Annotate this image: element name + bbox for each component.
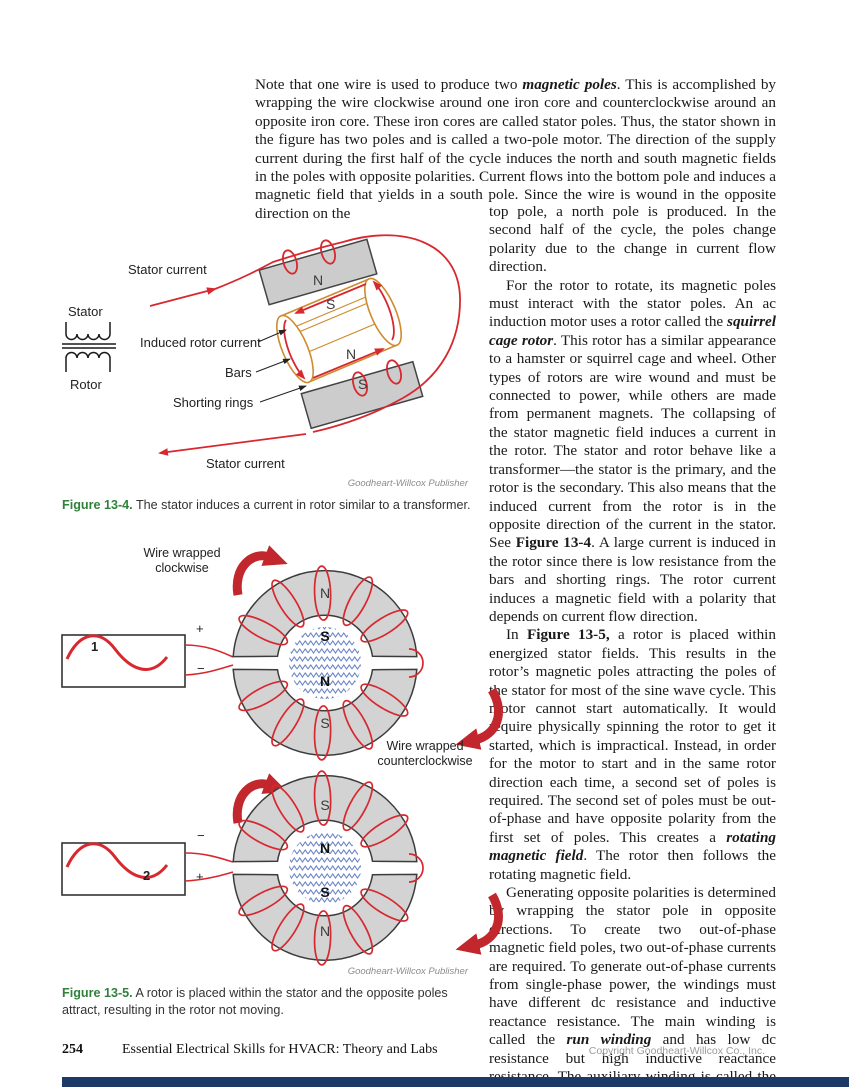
lead-wire-bottom xyxy=(184,664,234,676)
terminal-plus-top: + xyxy=(196,621,204,636)
right-gap-wire-loop xyxy=(408,648,424,678)
fig5top-outer-top: N xyxy=(320,585,330,601)
fig4-credit: Goodheart-Willcox Publisher xyxy=(348,478,469,489)
column-paragraph-3: In Figure 13-5, a rotor is placed within… xyxy=(489,626,777,883)
bar-line-1 xyxy=(284,293,374,332)
source-box-2 xyxy=(61,842,186,896)
wire-bottom xyxy=(312,397,404,433)
clockwise-arrow-2 xyxy=(232,773,288,824)
stator-current-arrow-top xyxy=(149,287,217,307)
fig5top-inner-top: S xyxy=(320,628,329,644)
fig4-pole-bottom-s: S xyxy=(358,376,367,392)
shorting-rings-label: Shorting rings xyxy=(173,395,254,410)
rotor-coil xyxy=(65,351,111,372)
fig4-caption-label: Figure 13-4. xyxy=(62,498,133,512)
stator-wire xyxy=(149,234,461,456)
winding-loops-2 xyxy=(238,770,424,966)
bottom-edge-current-arrow xyxy=(312,348,385,379)
top-pole-loop-1 xyxy=(282,249,298,275)
fig4-pole-top-n: N xyxy=(313,272,323,288)
top-edge-current-arrow xyxy=(294,283,367,314)
fig5top-inner-bottom: N xyxy=(320,673,330,689)
fig5bot-outer-bottom: N xyxy=(320,923,330,939)
ac-source-2: 2 xyxy=(61,842,186,896)
stator-current-arrow-bottom xyxy=(158,433,307,456)
lead-wire-top xyxy=(184,644,234,658)
wrap-clockwise-label-line1: Wire wrapped xyxy=(143,546,220,560)
wrap-counterclockwise-label-line1: Wire wrapped xyxy=(386,739,463,753)
fig4-pole-bottom-n: N xyxy=(346,346,356,362)
counterclockwise-arrow xyxy=(455,687,503,750)
figure-13-5-caption: Figure 13-5. A rotor is placed within th… xyxy=(62,985,480,1018)
stator-current-bottom-label: Stator current xyxy=(206,456,285,471)
fig4-pole-top-s: S xyxy=(326,296,335,312)
right-gap-wire-loop-2 xyxy=(408,853,424,883)
sine-wave-1 xyxy=(65,634,169,671)
lead-wire-bottom-2 xyxy=(184,871,234,882)
fig5bot-inner-top: N xyxy=(320,840,330,856)
induced-callout-arrow xyxy=(257,329,287,343)
lead-wire-top-2 xyxy=(184,852,234,863)
left-ring-current-arrow xyxy=(283,319,306,380)
rotor-label: Rotor xyxy=(70,377,102,392)
column-paragraph-4: Generating opposite polarities is determ… xyxy=(489,884,777,1087)
transformer-symbol: Stator Rotor xyxy=(62,304,116,392)
copyright-notice: Copyright Goodheart-Willcox Co., Inc. xyxy=(588,1045,765,1057)
wrap-counterclockwise-label-line2: counterclockwise xyxy=(377,754,472,768)
fig5-caption-label: Figure 13-5. xyxy=(62,986,133,1000)
column-paragraph-2: For the rotor to rotate, its magnetic po… xyxy=(489,276,776,625)
bars-callout-arrow xyxy=(255,358,291,373)
induced-current-arrows xyxy=(283,280,395,380)
figure-13-4-diagram: Stator Rotor xyxy=(62,234,469,489)
figure-13-5-bottom-diagram: 2 − + S N S N Goodh xyxy=(61,770,503,977)
bars-label: Bars xyxy=(225,365,252,380)
source-box-1 xyxy=(61,634,186,688)
top-stator-pole xyxy=(258,238,378,306)
bottom-accent-bar xyxy=(62,1077,849,1087)
figure-13-4-caption: Figure 13-4. The stator induces a curren… xyxy=(62,497,480,514)
ac-source-1: 1 xyxy=(61,634,186,688)
book-title: Essential Electrical Skills for HVACR: T… xyxy=(122,1042,438,1057)
fig5bot-outer-top: S xyxy=(320,797,329,813)
right-column: top pole, a north pole is produced. In t… xyxy=(489,203,776,1087)
terminal-plus-bottom-2: + xyxy=(196,869,204,884)
right-ring-current-arrow xyxy=(372,280,395,341)
rotor-core xyxy=(289,627,361,699)
winding-loops xyxy=(238,565,424,761)
stator-coil xyxy=(65,322,111,341)
induced-rotor-current-label: Induced rotor current xyxy=(140,335,261,350)
clockwise-arrow xyxy=(232,545,288,596)
bottom-pole-loop-1 xyxy=(352,371,368,397)
source-number-2: 2 xyxy=(143,868,150,883)
top-pole-loop-2 xyxy=(320,239,336,265)
bar-line-2 xyxy=(286,299,376,338)
page-number: 254 xyxy=(62,1042,83,1057)
fig5bot-inner-bottom: S xyxy=(320,884,329,900)
fig4-caption-text: The stator induces a current in rotor si… xyxy=(132,498,471,512)
bottom-pole-loop-2 xyxy=(386,359,402,385)
rotor-core-2 xyxy=(289,832,361,904)
shorting-ring-right xyxy=(364,277,402,347)
fig5-credit: Goodheart-Willcox Publisher xyxy=(348,966,469,977)
terminal-minus-top-2: − xyxy=(197,828,205,843)
stator-label: Stator xyxy=(68,304,103,319)
wire-right-loop xyxy=(342,234,461,399)
column-paragraph-1: top pole, a north pole is produced. In t… xyxy=(489,203,776,276)
stator-current-top-label: Stator current xyxy=(128,262,207,277)
fig5top-outer-bottom: S xyxy=(320,715,329,731)
wire-top xyxy=(214,241,344,290)
counterclockwise-arrow-2 xyxy=(455,892,503,955)
figure-13-5-top-diagram: Wire wrapped clockwise 1 + − xyxy=(61,545,503,768)
intro-paragraph: Note that one wire is used to produce tw… xyxy=(255,76,777,222)
terminal-minus-top: − xyxy=(197,661,205,676)
sine-wave-2 xyxy=(65,842,169,879)
wrap-clockwise-label-line2: clockwise xyxy=(155,561,209,575)
shorting-callout-arrow xyxy=(259,385,307,403)
source-number-1: 1 xyxy=(91,639,98,654)
fig5-caption-text: A rotor is placed within the stator and … xyxy=(62,986,448,1017)
